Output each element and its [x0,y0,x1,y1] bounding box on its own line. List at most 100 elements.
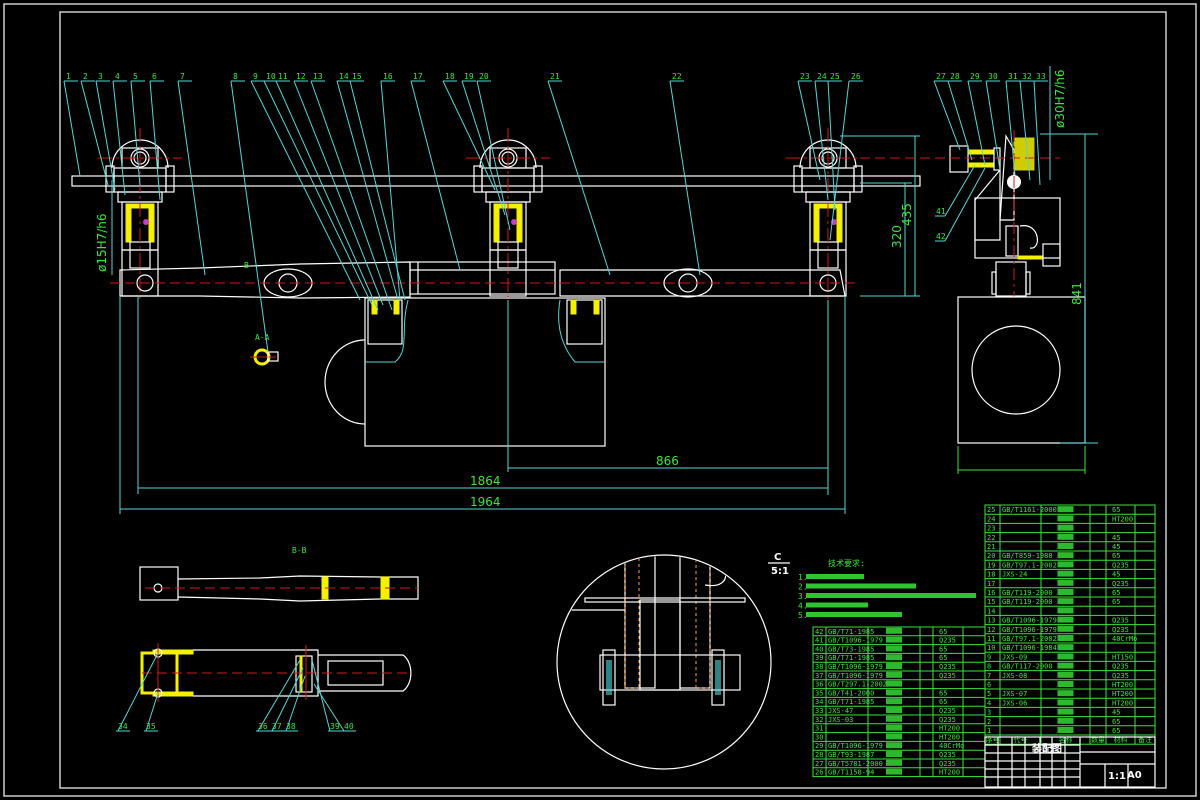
svg-text:HT150: HT150 [1112,653,1133,661]
part-label-34: 34 [116,652,159,732]
fit-right: ø30H7/h6 [1053,69,1067,128]
svg-text:GB/T73-1985: GB/T73-1985 [828,645,874,653]
section-b-mark: B [244,261,249,270]
part-number: 20 [479,72,489,81]
svg-text:36: 36 [815,681,823,689]
svg-text:GB/T5781-2000: GB/T5781-2000 [828,760,883,768]
part-label-30: 30 [985,72,1001,171]
tech-note: 3. [798,592,976,601]
part-number: 24 [817,72,827,81]
svg-text:45: 45 [1112,543,1120,551]
part-number: 12 [296,72,306,81]
svg-text:1: 1 [987,727,991,735]
dimension-866: 866 [507,300,829,495]
svg-text:35: 35 [146,722,156,731]
svg-text:GB/T1096-1984: GB/T1096-1984 [1002,644,1057,652]
part-number: 2 [83,72,88,81]
svg-text:40CrMo: 40CrMo [1112,635,1137,643]
label-41: 41 [936,207,946,216]
svg-text:GB/T71-1985: GB/T71-1985 [828,698,874,706]
svg-text:1964: 1964 [470,495,501,509]
svg-text:HT200: HT200 [939,725,960,733]
svg-text:14: 14 [987,607,995,615]
svg-text:JXS-09: JXS-09 [1002,653,1027,661]
part-label-2: 2 [80,72,109,186]
svg-text:15: 15 [987,598,995,606]
svg-text:GB/T1158-94: GB/T1158-94 [828,769,874,777]
svg-text:HT200: HT200 [939,769,960,777]
part-label-36: 36 [256,659,301,732]
svg-text:JXS-07: JXS-07 [1002,690,1027,698]
part-label-29: 29 [967,72,986,166]
svg-text:320: 320 [890,225,904,248]
svg-text:Q235: Q235 [939,672,956,680]
svg-text:JXS-08: JXS-08 [1002,672,1027,680]
svg-text:19: 19 [987,561,995,569]
svg-text:18: 18 [987,571,995,579]
svg-text:序号: 序号 [986,735,1000,744]
svg-text:Q235: Q235 [1112,617,1129,625]
svg-text:20: 20 [987,552,995,560]
svg-text:17: 17 [987,580,995,588]
svg-text:HT200: HT200 [939,733,960,741]
svg-text:3: 3 [987,709,991,717]
svg-text:23: 23 [987,525,995,533]
tech-notes-title: 技术要求: [828,558,865,568]
svg-text:GB/T93-1987: GB/T93-1987 [828,751,874,759]
part-label-38: 38 [284,675,306,732]
bom-row: 23 [987,524,1074,533]
tech-note: 5. [798,611,902,620]
dimension-1964: 1964 [119,296,846,514]
svg-text:GB/T1096-1979: GB/T1096-1979 [828,637,883,645]
svg-text:GB/T1096-1979: GB/T1096-1979 [828,672,883,680]
part-label-14: 14 [336,72,399,301]
svg-text:12: 12 [987,626,995,634]
svg-text:GB/T297.1-2002: GB/T297.1-2002 [828,681,887,689]
label-42: 42 [936,232,946,241]
part-label-37: 37 [270,667,304,732]
part-label-6: 6 [149,72,164,201]
part-number: 1 [66,72,71,81]
svg-text:HT200: HT200 [1112,699,1133,707]
svg-text:Q235: Q235 [939,707,956,715]
svg-text:HT200: HT200 [1112,681,1133,689]
svg-text:2.: 2. [798,583,808,592]
svg-text:JXS-24: JXS-24 [1002,571,1027,579]
dimension-320: 320 [860,182,920,297]
svg-text:GB/T71-1985: GB/T71-1985 [828,654,874,662]
svg-text:JXS-47: JXS-47 [828,707,853,715]
dimension-1864: 1864 [137,296,828,494]
part-label-35: 35 [144,692,159,732]
svg-text:Q235: Q235 [1112,672,1129,680]
svg-text:13: 13 [987,617,995,625]
cylinder [409,261,556,295]
part-label-4: 4 [112,72,127,196]
svg-text:42: 42 [815,628,823,636]
svg-text:39: 39 [815,654,823,662]
part-number: 16 [383,72,393,81]
drawing-scale: 1:1 [1108,771,1126,782]
part-label-12: 12 [293,72,384,306]
svg-text:GB/T1096-1979: GB/T1096-1979 [828,742,883,750]
svg-text:32: 32 [815,716,823,724]
part-label-7: 7 [177,72,206,276]
svg-text:7: 7 [987,672,991,680]
svg-text:GB/T1096-1979: GB/T1096-1979 [1002,617,1057,625]
